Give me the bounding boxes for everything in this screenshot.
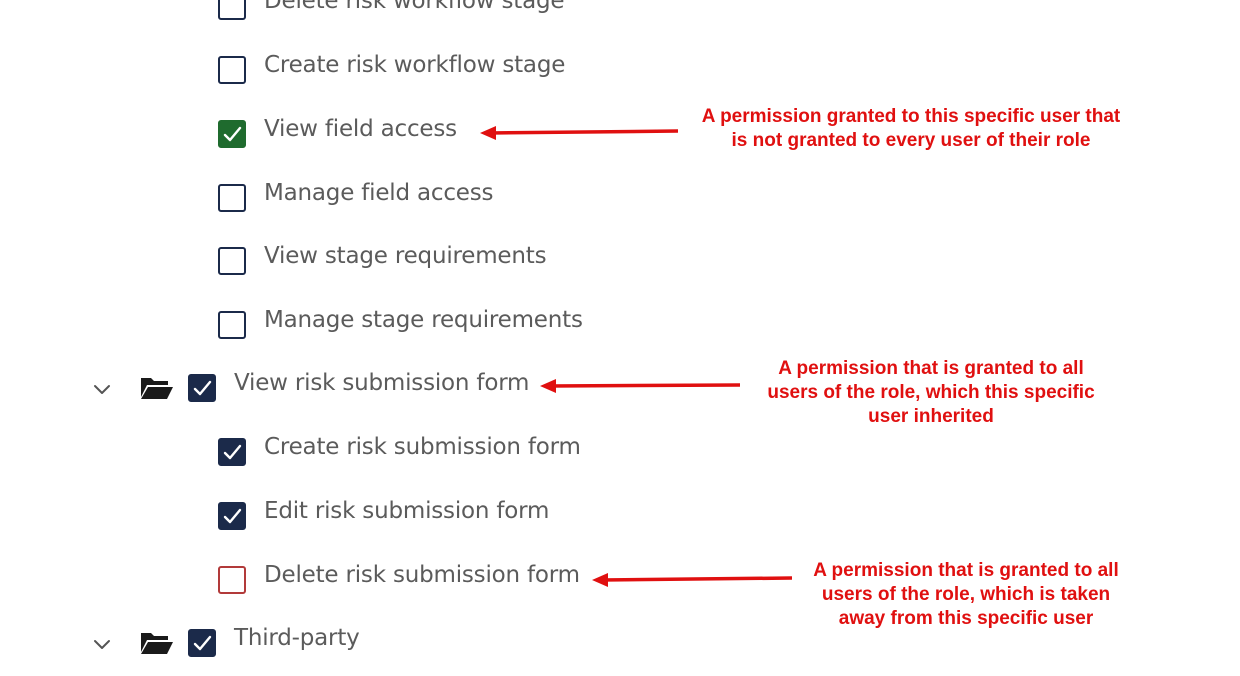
annotation-line: users of the role, which this specific (767, 382, 1095, 403)
checkmark-icon (223, 508, 242, 524)
permission-label: View field access (264, 116, 457, 142)
checkmark-icon (223, 444, 242, 460)
permission-checkbox[interactable] (218, 56, 246, 84)
folder-open-icon (141, 378, 173, 399)
permission-checkbox[interactable] (218, 502, 246, 530)
permission-checkbox-role-inherited[interactable] (188, 374, 216, 402)
annotation-line: away from this specific user (838, 608, 1094, 629)
permission-label: Edit risk submission form (264, 498, 550, 524)
arrow-taken-away (592, 573, 793, 587)
permission-checkbox[interactable] (218, 311, 246, 339)
permission-checkbox-user-granted[interactable] (218, 120, 246, 148)
permission-label: Third-party (234, 625, 360, 651)
tree-item-manage-stage-requirements[interactable]: Manage stage requirements (0, 307, 600, 345)
annotation-line: A permission that is granted to all (778, 358, 1084, 379)
folder-open-icon (141, 633, 173, 654)
annotation-line: A permission that is granted to all (813, 560, 1119, 581)
tree-item-view-field-access[interactable]: View field access (0, 116, 600, 154)
permission-label: Create risk submission form (264, 434, 581, 460)
annotation-line: user inherited (868, 406, 994, 427)
tree-item-delete-risk-submission-form[interactable]: Delete risk submission form (0, 562, 600, 600)
tree-node-view-risk-submission-form[interactable]: View risk submission form (0, 370, 600, 408)
permission-label: Manage field access (264, 180, 494, 206)
permission-label: View risk submission form (234, 370, 530, 396)
tree-item-manage-field-access[interactable]: Manage field access (0, 180, 600, 218)
checkmark-icon (193, 380, 212, 396)
permission-label: Manage stage requirements (264, 307, 583, 333)
permission-label: Create risk workflow stage (264, 52, 566, 78)
chevron-down-icon[interactable] (91, 383, 113, 397)
permission-checkbox[interactable] (218, 184, 246, 212)
annotation-line: is not granted to every user of their ro… (731, 130, 1091, 151)
permission-checkbox[interactable] (218, 438, 246, 466)
annotation-line: users of the role, which is taken (821, 584, 1111, 605)
annotation-taken-away: A permission that is granted to all user… (798, 559, 1134, 631)
permission-label: View stage requirements (264, 243, 547, 269)
annotation-line: A permission granted to this specific us… (701, 106, 1121, 127)
checkmark-icon (193, 635, 212, 651)
tree-item-delete-risk-workflow-stage[interactable]: Delete risk workflow stage (0, 0, 600, 26)
tree-item-edit-risk-submission-form[interactable]: Edit risk submission form (0, 498, 600, 536)
tree-item-view-stage-requirements[interactable]: View stage requirements (0, 243, 600, 281)
permission-checkbox[interactable] (188, 629, 216, 657)
permission-checkbox[interactable] (218, 0, 246, 20)
tree-item-create-risk-submission-form[interactable]: Create risk submission form (0, 434, 600, 472)
permission-checkbox[interactable] (218, 247, 246, 275)
permission-label: Delete risk workflow stage (264, 0, 565, 14)
checkmark-icon (223, 126, 242, 142)
permission-checkbox-user-revoked[interactable] (218, 566, 246, 594)
tree-item-create-risk-workflow-stage[interactable]: Create risk workflow stage (0, 52, 600, 90)
tree-node-third-party[interactable]: Third-party (0, 625, 600, 663)
annotation-user-specific: A permission granted to this specific us… (684, 105, 1138, 153)
chevron-down-icon[interactable] (91, 638, 113, 652)
permission-label: Delete risk submission form (264, 562, 580, 588)
annotation-inherited: A permission that is granted to all user… (750, 357, 1112, 429)
